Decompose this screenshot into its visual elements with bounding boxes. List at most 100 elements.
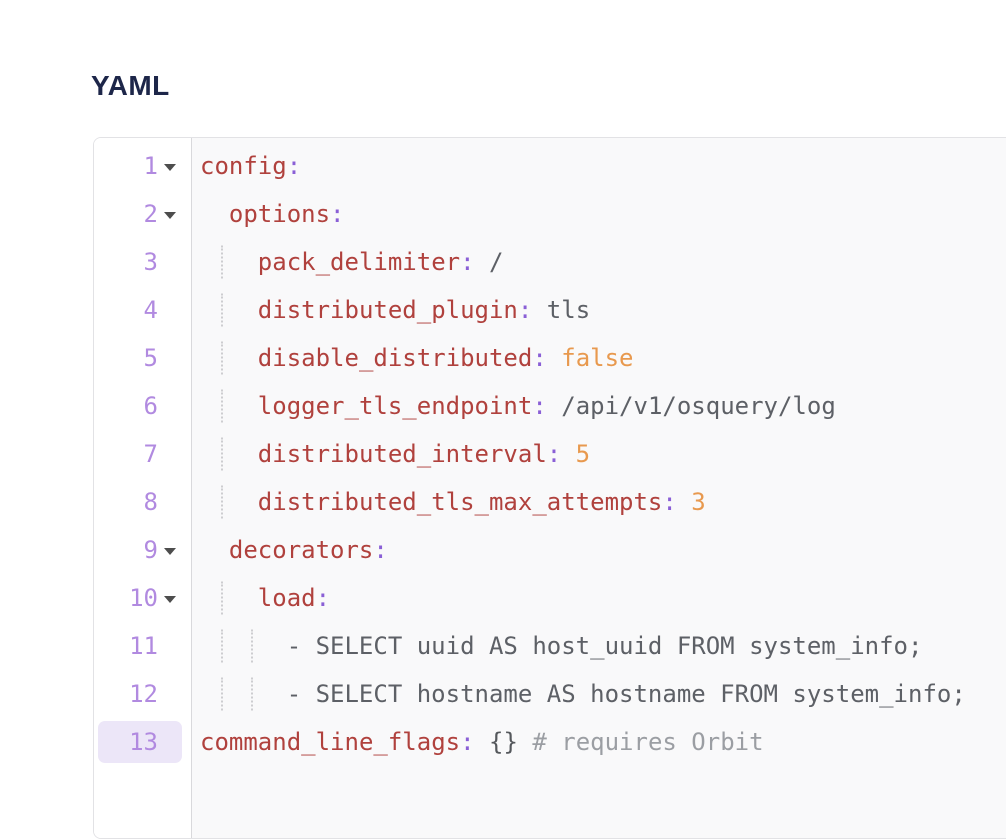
token-key: disable_distributed	[257, 344, 533, 372]
line-number[interactable]: 13	[129, 728, 158, 756]
gutter-cell: 10	[94, 574, 192, 622]
page-title: YAML	[91, 70, 170, 101]
gutter-inner: 7	[98, 433, 182, 475]
code-cell: command_line_flags: {} # requires Orbit	[192, 718, 1006, 766]
fold-arrow-slot	[158, 209, 182, 219]
fold-arrow-icon[interactable]	[164, 212, 176, 219]
gutter-inner: 5	[98, 337, 182, 379]
token-colon: :	[532, 344, 547, 372]
line-number[interactable]: 6	[143, 392, 158, 420]
gutter-cell: 2	[94, 190, 192, 238]
gutter-cell: 12	[94, 670, 192, 718]
token-colon: :	[532, 392, 547, 420]
line-number[interactable]: 11	[129, 632, 158, 660]
code-text: distributed_plugin: tls	[200, 286, 590, 334]
token-key: decorators	[228, 536, 374, 564]
code-cell: logger_tls_endpoint: /api/v1/osquery/log	[192, 382, 1006, 430]
token-str: - SELECT uuid AS host_uuid FROM system_i…	[286, 632, 923, 660]
fold-arrow-icon[interactable]	[164, 164, 176, 171]
code-text: load:	[200, 574, 330, 622]
gutter-inner: 10	[98, 577, 182, 619]
code-line: 6 logger_tls_endpoint: /api/v1/osquery/lo…	[94, 382, 1006, 430]
code-line: 9 decorators:	[94, 526, 1006, 574]
token-key: pack_delimiter	[257, 248, 461, 276]
code-line: 12 - SELECT hostname AS hostname FROM sys…	[94, 670, 1006, 718]
code-text: pack_delimiter: /	[200, 238, 504, 286]
line-number[interactable]: 9	[143, 536, 158, 564]
fold-arrow-icon[interactable]	[164, 548, 176, 555]
token-str: /api/v1/osquery/log	[546, 392, 836, 420]
code-cell: - SELECT hostname AS hostname FROM syste…	[192, 670, 1006, 718]
token-colon: :	[517, 296, 533, 324]
code-cell: distributed_interval: 5	[192, 430, 1006, 478]
code-text: config:	[200, 142, 301, 190]
gutter-cell: 6	[94, 382, 192, 430]
line-number[interactable]: 1	[143, 152, 158, 180]
code-line: 3 pack_delimiter: /	[94, 238, 1006, 286]
gutter-cell: 1	[94, 142, 192, 190]
token-str: tls	[532, 296, 591, 324]
indent-guide	[221, 293, 223, 327]
fold-arrow-slot	[158, 593, 182, 603]
line-number[interactable]: 7	[143, 440, 158, 468]
gutter-inner: 9	[98, 529, 182, 571]
code-text: distributed_interval: 5	[200, 430, 590, 478]
code-line: 2 options:	[94, 190, 1006, 238]
gutter-cell: 4	[94, 286, 192, 334]
code-cell: config:	[192, 142, 1006, 190]
gutter-inner: 4	[98, 289, 182, 331]
indent-guide	[221, 245, 223, 279]
gutter-inner: 1	[98, 145, 182, 187]
code-line: 4 distributed_plugin: tls	[94, 286, 1006, 334]
code-text: decorators:	[200, 526, 388, 574]
code-text: disable_distributed: false	[200, 334, 634, 382]
code-cell: disable_distributed: false	[192, 334, 1006, 382]
token-comment: # requires Orbit	[517, 728, 764, 756]
code-cell: distributed_tls_max_attempts: 3	[192, 478, 1006, 526]
token-key: command_line_flags	[200, 728, 461, 756]
token-colon: :	[286, 152, 302, 180]
line-number[interactable]: 8	[143, 488, 158, 516]
token-punct: {}	[474, 728, 518, 756]
gutter-cell: 8	[94, 478, 192, 526]
gutter-cell: 11	[94, 622, 192, 670]
indent-guide	[221, 485, 223, 519]
token-colon: :	[460, 728, 475, 756]
token-key: options	[228, 200, 331, 228]
code-cell: pack_delimiter: /	[192, 238, 1006, 286]
line-number[interactable]: 3	[143, 248, 158, 276]
token-key: distributed_plugin	[257, 296, 518, 324]
code-cell: distributed_plugin: tls	[192, 286, 1006, 334]
indent-guide	[221, 437, 223, 471]
line-number[interactable]: 4	[143, 296, 158, 324]
code-text: - SELECT uuid AS host_uuid FROM system_i…	[200, 622, 923, 670]
token-str: /	[474, 248, 504, 276]
token-colon: :	[373, 536, 388, 564]
code-rows: 1 config: 2 options: 3 pack_delimiter: / 4 dist…	[94, 142, 1006, 766]
indent-guide	[221, 341, 223, 375]
token-key: logger_tls_endpoint	[257, 392, 533, 420]
line-number[interactable]: 10	[129, 584, 158, 612]
line-number[interactable]: 5	[143, 344, 158, 372]
indent-guide	[251, 677, 253, 711]
fold-arrow-icon[interactable]	[164, 596, 176, 603]
gutter-inner: 6	[98, 385, 182, 427]
gutter-inner: 11	[98, 625, 182, 667]
line-number[interactable]: 12	[129, 680, 158, 708]
code-text: logger_tls_endpoint: /api/v1/osquery/log	[200, 382, 836, 430]
code-text: - SELECT hostname AS hostname FROM syste…	[200, 670, 966, 718]
indent-guide	[221, 629, 223, 663]
line-highlight: 13	[98, 721, 182, 763]
code-cell: options:	[192, 190, 1006, 238]
token-key: config	[200, 152, 287, 180]
line-number[interactable]: 2	[143, 200, 158, 228]
code-cell: load:	[192, 574, 1006, 622]
token-key: load	[257, 584, 316, 612]
token-colon: :	[460, 248, 475, 276]
code-line: 5 disable_distributed: false	[94, 334, 1006, 382]
indent-guide	[251, 629, 253, 663]
code-line: 1 config:	[94, 142, 1006, 190]
yaml-code-block: 1 config: 2 options: 3 pack_delimiter: / 4 dist…	[93, 137, 1006, 839]
token-key: distributed_interval	[257, 440, 547, 468]
gutter-cell: 5	[94, 334, 192, 382]
